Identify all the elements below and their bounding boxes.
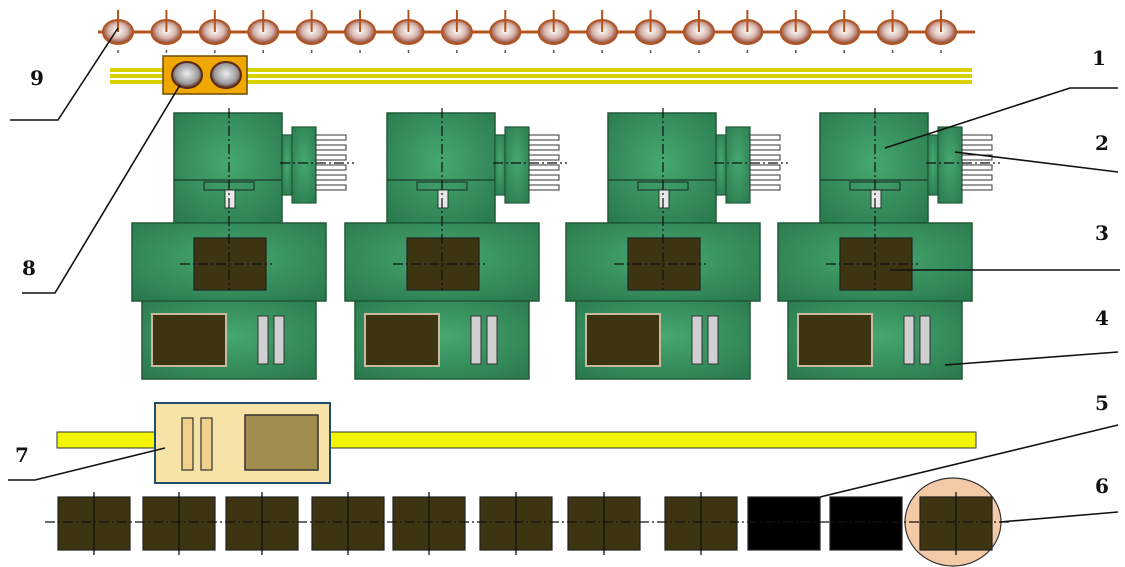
- base-panel: [585, 313, 661, 367]
- label-6: 6: [1095, 474, 1109, 498]
- turret-mount: [494, 134, 506, 196]
- lower-rail-right: [329, 431, 977, 449]
- turret-tool: [528, 184, 560, 191]
- turret-tool: [315, 164, 347, 171]
- base-slot-left: [903, 315, 915, 365]
- leader-line-6: [999, 511, 1119, 523]
- label-7: 7: [15, 443, 29, 467]
- machine-headstock: [607, 112, 717, 224]
- turret-tool: [961, 174, 993, 181]
- turret-tool: [961, 164, 993, 171]
- turret: [725, 126, 751, 204]
- turret-tool: [749, 154, 781, 161]
- label-3: 3: [1095, 221, 1109, 245]
- upper-rail-bottom: [110, 80, 972, 84]
- turret-tool: [749, 134, 781, 141]
- upper-rail-mid: [110, 74, 972, 78]
- lower-rail-left: [56, 431, 156, 449]
- leader-line-1: [884, 87, 1118, 149]
- base-slot-right: [486, 315, 498, 365]
- turret-tool: [315, 174, 347, 181]
- label-2: 2: [1095, 131, 1109, 155]
- label-8: 8: [22, 256, 36, 280]
- workpiece-row: [57, 492, 993, 555]
- base-panel: [151, 313, 227, 367]
- machine-4: [777, 108, 1000, 380]
- label-5: 5: [1095, 391, 1109, 415]
- leader-line-9: [10, 27, 119, 121]
- base-slot-right: [273, 315, 285, 365]
- carriage-pulley-right: [210, 61, 242, 89]
- leader-line-4: [944, 351, 1119, 366]
- machine-row: [131, 108, 1000, 380]
- turret-tool: [315, 134, 347, 141]
- spindle: [437, 189, 449, 209]
- turret-tool: [528, 144, 560, 151]
- base-panel: [364, 313, 440, 367]
- turret-tool: [749, 164, 781, 171]
- upper-rail: [110, 68, 972, 84]
- tray-block: [244, 414, 319, 471]
- turret: [937, 126, 963, 204]
- gantry-carriage: [162, 55, 248, 95]
- turret-tool: [961, 144, 993, 151]
- base-slot-left: [470, 315, 482, 365]
- leader-line-7: [8, 447, 166, 481]
- turret: [291, 126, 317, 204]
- turret-mount: [281, 134, 293, 196]
- callout-labels: 1 2 3 4 5 6 7 8 9: [15, 46, 1109, 498]
- turret-tool: [528, 134, 560, 141]
- base-slot-right: [707, 315, 719, 365]
- workpiece-finished: [829, 496, 903, 551]
- turret-tool: [315, 144, 347, 151]
- label-9: 9: [30, 66, 44, 90]
- tray-slot-left: [181, 417, 194, 471]
- turret-tool: [528, 174, 560, 181]
- base-slot-right: [919, 315, 931, 365]
- turret-tool: [749, 144, 781, 151]
- turret-tool: [315, 154, 347, 161]
- turret-tool: [749, 184, 781, 191]
- tray-slot-right: [200, 417, 213, 471]
- label-1: 1: [1092, 46, 1106, 70]
- turret: [504, 126, 530, 204]
- leader-line-2: [954, 151, 1119, 173]
- turret-tool: [315, 184, 347, 191]
- turret-tool: [528, 164, 560, 171]
- leader-line-5: [819, 424, 1119, 498]
- carriage-pulley-left: [171, 61, 203, 89]
- base-panel: [797, 313, 873, 367]
- base-slot-left: [257, 315, 269, 365]
- machine-2: [344, 108, 567, 380]
- base-slot-left: [691, 315, 703, 365]
- turret-tool: [961, 184, 993, 191]
- label-4: 4: [1095, 306, 1109, 330]
- turret-mount: [715, 134, 727, 196]
- upper-rail-top: [110, 68, 972, 72]
- machine-3: [565, 108, 788, 380]
- roller-conveyor: [98, 10, 975, 53]
- spindle: [870, 189, 882, 209]
- spindle: [224, 189, 236, 209]
- turret-tool: [749, 174, 781, 181]
- turret-tool: [528, 154, 560, 161]
- workpiece-finished: [747, 496, 821, 551]
- leader-line-8: [22, 84, 181, 294]
- machine-1: [131, 108, 354, 380]
- spindle: [658, 189, 670, 209]
- transfer-tray: [154, 402, 331, 484]
- turret-tool: [961, 134, 993, 141]
- turret-mount: [927, 134, 939, 196]
- leader-lines: [8, 27, 1120, 523]
- lower-rail: [56, 431, 977, 449]
